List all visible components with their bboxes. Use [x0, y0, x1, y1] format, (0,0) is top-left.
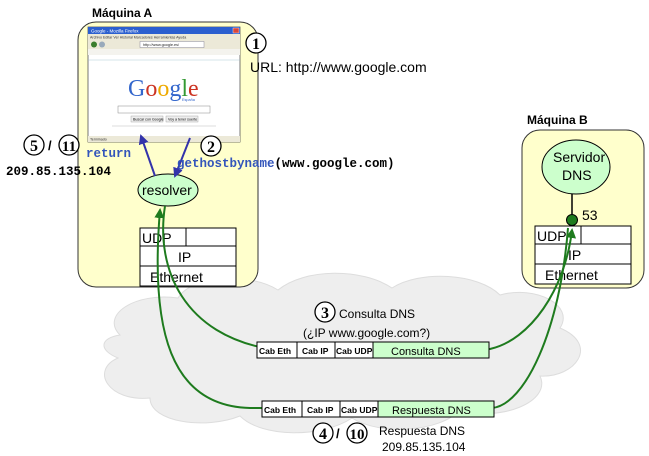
step-10: 10 [346, 422, 368, 444]
browser-status-bar [88, 136, 240, 142]
query-packet: Cab Eth Cab IP Cab UDP Consulta DNS [256, 341, 490, 359]
query-subtitle: (¿IP www.google.com?) [303, 326, 430, 340]
google-lucky-button-label: Voy a tener suerte [168, 118, 197, 122]
packet-udp-header-label: Cab UDP [341, 405, 378, 415]
step-marker [312, 422, 334, 444]
machine-b-protocol-stack: UDP IP Ethernet [534, 225, 632, 285]
step-marker [346, 422, 368, 444]
dns-server-label-line2: DNS [562, 167, 592, 183]
response-path-arrow [154, 208, 569, 409]
google-search-button[interactable] [130, 115, 164, 123]
gethostbyname-call: gethostbyname(www.google.com) [177, 157, 395, 171]
port-53-label: 53 [582, 207, 598, 223]
resolver-label: resolver [142, 182, 192, 198]
browser-close-button[interactable] [232, 27, 240, 34]
resolver-node [137, 173, 199, 207]
machine-b-title: Máquina B [527, 113, 588, 127]
packet-ip-header-label: Cab IP [302, 346, 329, 356]
packet-payload-label: Consulta DNS [391, 346, 461, 358]
machine-a-title: Máquina A [92, 6, 153, 20]
response-ip: 209.85.135.104 [382, 440, 466, 454]
step-marker [58, 134, 80, 156]
google-logo-letter: o [145, 76, 157, 102]
gethostbyname-arg: (www.google.com) [275, 157, 395, 171]
ethernet-layer-label: Ethernet [150, 269, 203, 285]
ethernet-layer [139, 265, 237, 287]
query-title: Consulta DNS [339, 307, 415, 321]
google-logo-letter: o [157, 76, 169, 102]
google-logo-sub: España [182, 98, 196, 102]
step-marker [200, 135, 222, 157]
step-2: 2 [200, 135, 222, 157]
port-53-socket [566, 214, 578, 226]
browser-menu: Archivo Editar Ver Historial Marcadores … [90, 36, 186, 40]
google-logo-letter: l [181, 76, 188, 102]
browser-window: Google - Mozilla Firefox Archivo Editar … [87, 26, 241, 143]
return-keyword: return [86, 147, 131, 161]
step-marker [314, 301, 336, 323]
step-marker [245, 32, 267, 54]
browser-bookmarks-bar [88, 49, 240, 55]
dns-server-node [541, 139, 611, 195]
step-number: 11 [62, 139, 76, 155]
step-number: 3 [321, 305, 329, 322]
browser-title-bar [88, 27, 240, 34]
step-marker [23, 134, 45, 156]
machine-b: Máquina B Servidor DNS 53 UDP IP Etherne… [521, 113, 645, 289]
google-search-button-label: Buscar con Google [133, 118, 164, 122]
udp-layer-label: UDP [537, 228, 567, 244]
ethernet-layer-label: Ethernet [545, 267, 598, 283]
return-arrow [138, 134, 156, 177]
google-logo: Google [128, 76, 199, 102]
packet-ip-header-label: Cab IP [307, 405, 334, 415]
step-separator: / [48, 138, 52, 153]
packet-payload [372, 341, 490, 359]
browser-address-bar[interactable] [139, 41, 205, 48]
browser-address: http://www.google.es/ [143, 43, 180, 47]
machine-a-protocol-stack: UDP IP Ethernet [139, 227, 237, 287]
step-5: 5 [23, 134, 45, 156]
step-number: 10 [350, 427, 365, 443]
packet-payload [377, 400, 495, 418]
browser-status: Terminado [90, 138, 107, 142]
packet-udp-header-label: Cab UDP [336, 346, 373, 356]
packet-payload-label: Respuesta DNS [392, 405, 471, 417]
google-logo-letter: g [169, 76, 181, 102]
url-label: URL: http://www.google.com [250, 59, 427, 75]
google-lucky-button[interactable] [165, 115, 199, 123]
udp-layer-label: UDP [142, 230, 172, 246]
step-number: 2 [207, 139, 215, 156]
browser-window-title: Google - Mozilla Firefox [91, 29, 139, 34]
packet-eth-header-label: Cab Eth [264, 405, 296, 415]
packet-eth-header-label: Cab Eth [259, 346, 291, 356]
step-3: 3 [314, 301, 336, 323]
response-title: Respuesta DNS [379, 424, 465, 438]
gethostbyname-keyword: gethostbyname [177, 157, 275, 171]
ip-layer [534, 243, 632, 265]
dns-server-label-line1: Servidor [553, 149, 605, 165]
browser-menu-bar [88, 34, 240, 40]
step-number: 4 [319, 426, 327, 443]
forward-icon[interactable] [99, 41, 105, 48]
ip-layer-label: IP [568, 247, 581, 263]
call-arrow [173, 137, 191, 178]
return-ip: 209.85.135.104 [6, 165, 112, 179]
google-logo-letter: G [128, 76, 145, 102]
response-packet: Cab Eth Cab IP Cab UDP Respuesta DNS [261, 400, 495, 418]
step-1: 1 [245, 32, 267, 54]
step-11: 11 [58, 134, 80, 156]
step-4: 4 [312, 422, 334, 444]
step-number: 1 [252, 36, 260, 53]
back-icon[interactable] [91, 41, 97, 48]
step-separator: / [336, 426, 340, 441]
ip-layer-label: IP [178, 249, 191, 265]
google-logo-letter: e [188, 76, 199, 102]
google-search-input[interactable] [117, 105, 211, 114]
step-number: 5 [30, 138, 38, 155]
